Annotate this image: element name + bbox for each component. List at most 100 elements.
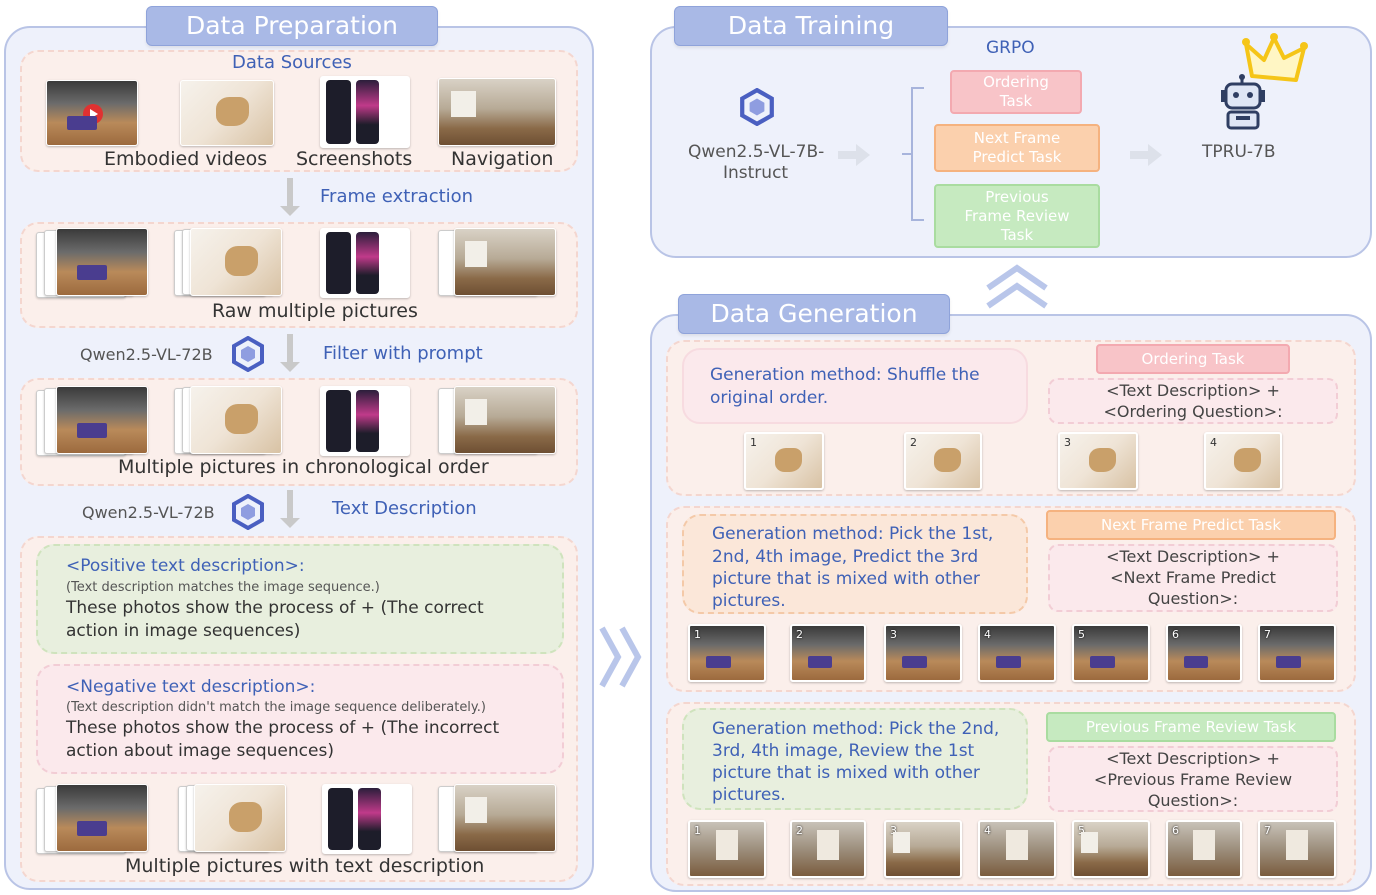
robot-crown-icon xyxy=(1221,33,1308,130)
previous-frame-task-line-2: Frame Review xyxy=(964,206,1070,225)
raw-kitchen-frame xyxy=(56,228,148,296)
screenshots-thumbnail xyxy=(320,76,410,148)
base-model-label-line-1: Qwen2.5-VL-7B- xyxy=(688,142,825,162)
ordering-task-line-2: Task xyxy=(999,92,1033,110)
image-number: 3 xyxy=(1064,436,1071,449)
next-frame-question-line-3: Question>: xyxy=(1147,589,1239,608)
qwen-logo-icon xyxy=(740,88,774,126)
navigation-thumbnail xyxy=(438,78,556,146)
negative-description-line-2: action about image sequences) xyxy=(66,741,334,761)
qwen-logo-icon xyxy=(232,494,264,530)
play-icon xyxy=(83,104,103,124)
next-frame-method-line-3: picture that is mixed with other xyxy=(712,569,980,589)
final-hand-frame xyxy=(194,784,286,852)
image-number: 1 xyxy=(750,436,757,449)
previous-frame-image: 2 xyxy=(790,820,866,878)
final-kitchen-frame xyxy=(56,784,148,852)
text-description-label: Text Description xyxy=(332,498,477,519)
image-number: 6 xyxy=(1172,824,1179,837)
data-preparation-title: Data Preparation xyxy=(146,6,438,46)
previous-frame-method-line-2: 3rd, 4th image, Review the 1st xyxy=(712,741,975,761)
chronological-caption: Multiple pictures in chronological order xyxy=(118,456,489,478)
image-number: 7 xyxy=(1264,824,1271,837)
ordering-method-line-2: original order. xyxy=(710,388,829,408)
next-frame-method-line-4: pictures. xyxy=(712,591,786,611)
ordering-question-line-1: <Text Description> + xyxy=(1106,381,1280,400)
filter-with-prompt-label: Filter with prompt xyxy=(323,343,483,364)
image-number: 5 xyxy=(1078,824,1085,837)
data-generation-title: Data Generation xyxy=(678,294,950,334)
ordering-question-line-2: <Ordering Question>: xyxy=(1103,402,1283,421)
embodied-video-thumbnail xyxy=(46,80,138,146)
next-frame-question-line-1: <Text Description> + xyxy=(1106,547,1280,566)
image-number: 4 xyxy=(984,824,991,837)
image-number: 1 xyxy=(694,824,701,837)
chrono-hand-frame xyxy=(190,386,282,454)
text-desc-model-label: Qwen2.5-VL-72B xyxy=(82,503,215,522)
raw-screenshot-frame xyxy=(320,228,410,298)
next-frame-image: 7 xyxy=(1258,624,1336,682)
previous-frame-image: 5 xyxy=(1072,820,1150,878)
ordering-method-box xyxy=(682,348,1028,424)
chevron-up-icon xyxy=(986,264,1048,309)
negative-description-line-1: These photos show the process of + (The … xyxy=(66,718,500,738)
next-frame-task-line-2: Predict Task xyxy=(972,148,1062,166)
filter-model-label: Qwen2.5-VL-72B xyxy=(80,345,213,364)
previous-frame-question-line-2: <Previous Frame Review xyxy=(1093,770,1293,789)
embodied-videos-caption: Embodied videos xyxy=(104,148,268,170)
positive-description-heading: <Positive text description>: xyxy=(66,556,305,576)
result-model-label: TPRU-7B xyxy=(1202,142,1276,162)
raw-hand-frame xyxy=(190,228,282,296)
previous-frame-task-label: Previous Frame Review Task xyxy=(1046,712,1336,742)
chrono-navigation-frame xyxy=(454,386,556,454)
negative-description-box xyxy=(36,664,564,774)
ordering-image: 3 xyxy=(1058,432,1138,490)
negative-description-note: (Text description didn't match the image… xyxy=(66,700,486,715)
image-number: 4 xyxy=(1210,436,1217,449)
next-frame-method-line-2: 2nd, 4th image, Predict the 3rd xyxy=(712,547,979,567)
ordering-image: 2 xyxy=(904,432,982,490)
base-model-label-line-2: Instruct xyxy=(723,163,789,183)
previous-frame-image: 7 xyxy=(1258,820,1336,878)
ordering-image: 1 xyxy=(744,432,824,490)
ordering-task-line-1: Ordering xyxy=(983,73,1049,91)
final-navigation-frame xyxy=(454,784,556,852)
next-frame-question-line-2: <Next Frame Predict xyxy=(1110,568,1276,587)
final-caption: Multiple pictures with text description xyxy=(125,855,485,877)
next-frame-image: 4 xyxy=(978,624,1056,682)
previous-frame-method-box xyxy=(682,708,1028,810)
previous-frame-question-line-3: Question>: xyxy=(1147,791,1239,810)
navigation-caption: Navigation xyxy=(451,148,554,170)
next-frame-task-label: Next Frame Predict Task xyxy=(1046,510,1336,540)
previous-frame-task-line-3: Task xyxy=(1000,225,1034,244)
previous-frame-task-line-1: Previous xyxy=(985,187,1049,206)
previous-frame-image: 3 xyxy=(884,820,962,878)
positive-description-note: (Text description matches the image sequ… xyxy=(66,580,380,595)
positive-description-line-2: action in image sequences) xyxy=(66,621,301,641)
next-frame-image: 1 xyxy=(688,624,766,682)
image-number: 2 xyxy=(796,824,803,837)
next-frame-image: 3 xyxy=(884,624,962,682)
ordering-task-label: Ordering Task xyxy=(1096,344,1290,374)
final-screenshot-frame xyxy=(322,784,412,854)
previous-frame-question-box: <Text Description> + <Previous Frame Rev… xyxy=(1048,746,1338,812)
chrono-screenshot-frame xyxy=(320,386,410,456)
positive-description-box xyxy=(36,544,564,654)
next-frame-image: 5 xyxy=(1072,624,1150,682)
data-training-title: Data Training xyxy=(674,6,948,46)
previous-frame-image: 4 xyxy=(978,820,1056,878)
image-number: 2 xyxy=(910,436,917,449)
chevron-right-icon xyxy=(599,626,642,688)
raw-pictures-caption: Raw multiple pictures xyxy=(212,300,418,322)
previous-frame-image: 1 xyxy=(688,820,766,878)
next-frame-image: 6 xyxy=(1166,624,1242,682)
down-arrow xyxy=(280,490,300,528)
previous-frame-method-line-3: picture that is mixed with other xyxy=(712,763,980,783)
image-number: 7 xyxy=(1264,628,1271,641)
bracket-icon xyxy=(902,87,924,221)
down-arrow xyxy=(280,178,300,216)
arrow-right-icon xyxy=(838,144,870,166)
next-frame-task-line-1: Next Frame xyxy=(973,129,1061,147)
